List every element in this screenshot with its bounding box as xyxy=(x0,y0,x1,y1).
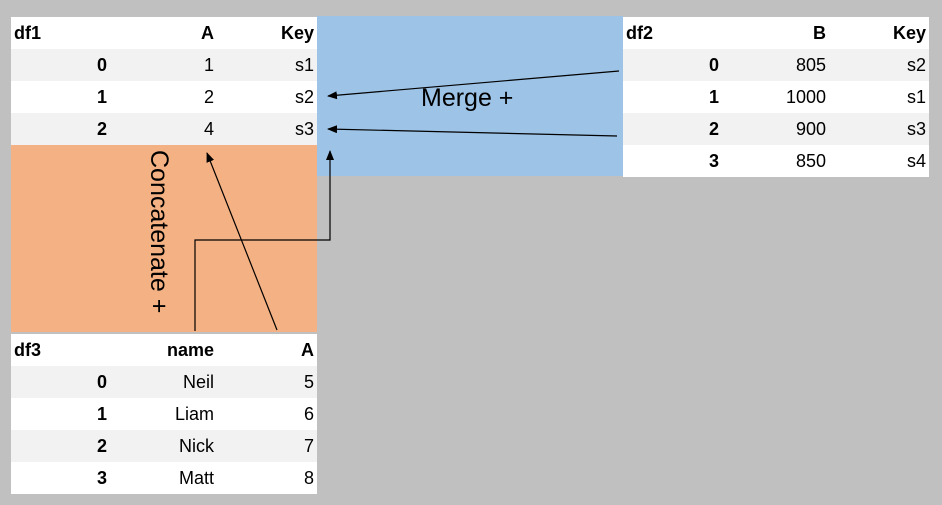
df3-row: 2 Nick 7 xyxy=(11,430,317,462)
df3-cell-a: 5 xyxy=(217,366,317,398)
merge-region xyxy=(317,16,623,176)
df1-cell-key: s1 xyxy=(217,49,317,81)
merge-label: Merge + xyxy=(421,84,514,112)
df3-row-index: 1 xyxy=(11,398,115,430)
df3-cell-name: Matt xyxy=(115,462,217,494)
df3-table: df3 name A 0 Neil 5 1 Liam 6 2 Nick 7 3 … xyxy=(11,334,317,494)
df2-column-b: B xyxy=(727,17,829,49)
df1-row: 0 1 s1 xyxy=(11,49,317,81)
df1-row: 1 2 s2 xyxy=(11,81,317,113)
df1-row-index: 1 xyxy=(11,81,115,113)
df1-title: df1 xyxy=(11,17,115,49)
df2-row: 1 1000 s1 xyxy=(623,81,929,113)
merge-arrow-s3 xyxy=(327,125,618,137)
df1-cell-key: s3 xyxy=(217,113,317,145)
df3-row: 0 Neil 5 xyxy=(11,366,317,398)
df3-column-name: name xyxy=(115,334,217,366)
df2-cell-key: s3 xyxy=(829,113,929,145)
concatenate-arrow-key xyxy=(194,150,334,331)
df2-row: 2 900 s3 xyxy=(623,113,929,145)
df3-header-row: df3 name A xyxy=(11,334,317,366)
df3-cell-name: Nick xyxy=(115,430,217,462)
df3-cell-a: 8 xyxy=(217,462,317,494)
df2-title: df2 xyxy=(623,17,727,49)
df3-title: df3 xyxy=(11,334,115,366)
df2-row-index: 0 xyxy=(623,49,727,81)
df3-cell-name: Liam xyxy=(115,398,217,430)
df2-cell-key: s4 xyxy=(829,145,929,177)
df2-row: 3 850 s4 xyxy=(623,145,929,177)
df3-row-index: 3 xyxy=(11,462,115,494)
df3-row: 3 Matt 8 xyxy=(11,462,317,494)
df3-row-index: 2 xyxy=(11,430,115,462)
df2-header-row: df2 B Key xyxy=(623,17,929,49)
df2-column-key: Key xyxy=(829,17,929,49)
df1-cell-key: s2 xyxy=(217,81,317,113)
df1-cell-a: 1 xyxy=(115,49,217,81)
df1-header-row: df1 A Key xyxy=(11,17,317,49)
df3-column-a: A xyxy=(217,334,317,366)
df1-table: df1 A Key 0 1 s1 1 2 s2 2 4 s3 xyxy=(11,17,317,145)
df2-cell-b: 900 xyxy=(727,113,829,145)
df3-cell-name: Neil xyxy=(115,366,217,398)
df2-cell-b: 850 xyxy=(727,145,829,177)
df3-row-index: 0 xyxy=(11,366,115,398)
df1-column-a: A xyxy=(115,17,217,49)
df2-table: df2 B Key 0 805 s2 1 1000 s1 2 900 s3 3 … xyxy=(623,17,929,177)
df1-row: 2 4 s3 xyxy=(11,113,317,145)
df3-cell-a: 7 xyxy=(217,430,317,462)
df2-cell-b: 805 xyxy=(727,49,829,81)
df2-cell-key: s2 xyxy=(829,49,929,81)
df1-cell-a: 2 xyxy=(115,81,217,113)
df3-row: 1 Liam 6 xyxy=(11,398,317,430)
df2-cell-key: s1 xyxy=(829,81,929,113)
df2-cell-b: 1000 xyxy=(727,81,829,113)
df1-row-index: 2 xyxy=(11,113,115,145)
df2-row-index: 2 xyxy=(623,113,727,145)
concatenate-arrow-a xyxy=(206,152,278,331)
df2-row: 0 805 s2 xyxy=(623,49,929,81)
df3-cell-a: 6 xyxy=(217,398,317,430)
df1-column-key: Key xyxy=(217,17,317,49)
df2-row-index: 1 xyxy=(623,81,727,113)
df2-row-index: 3 xyxy=(623,145,727,177)
df1-cell-a: 4 xyxy=(115,113,217,145)
df1-row-index: 0 xyxy=(11,49,115,81)
merge-arrow-s2 xyxy=(327,70,620,100)
